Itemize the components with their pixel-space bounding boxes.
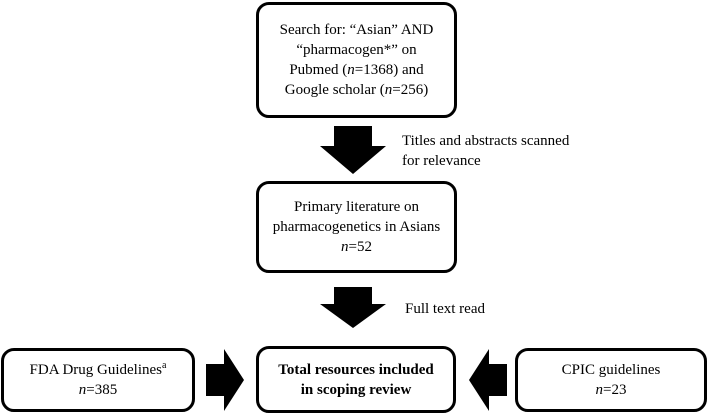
search-line-2: “pharmacogen*” on	[296, 42, 417, 58]
primary-count: n=52	[341, 239, 372, 255]
primary-literature-box: Primary literature on pharmacogenetics i…	[256, 181, 457, 273]
search-box: Search for: “Asian” AND “pharmacogen*” o…	[256, 2, 457, 118]
step-label-full-text: Full text read	[405, 301, 485, 317]
primary-line-1: Primary literature on	[294, 199, 419, 215]
fda-footnote-marker: a	[162, 360, 167, 371]
primary-line-2: pharmacogenetics in Asians	[272, 219, 441, 235]
down-arrow-shape	[320, 126, 386, 174]
search-line-1: Search for: “Asian” AND	[279, 22, 434, 38]
search-line-3: Pubmed (n=1368) and	[289, 62, 424, 78]
cpic-count: n=23	[595, 382, 627, 398]
fda-guidelines-box: FDA Drug Guidelinesa n=385	[1, 348, 195, 412]
cpic-title: CPIC guidelines	[561, 362, 661, 378]
total-resources-box: Total resources included in scoping revi…	[256, 346, 456, 413]
step-label-screening: Titles and abstracts scanned for relevan…	[402, 131, 569, 171]
fda-count: n=385	[78, 382, 118, 398]
down-arrow-icon	[320, 287, 386, 328]
step-label-screening-line-2: for relevance	[402, 153, 481, 169]
right-arrow-icon	[206, 349, 244, 411]
down-arrow-icon	[320, 126, 386, 174]
total-line-2: in scoping review	[300, 381, 412, 398]
step-label-screening-line-1: Titles and abstracts scanned	[402, 133, 570, 149]
left-arrow-icon	[469, 349, 507, 411]
search-line-4: Google scholar (n=256)	[284, 82, 429, 98]
left-arrow-shape	[469, 349, 507, 411]
right-arrow-shape	[206, 349, 244, 411]
fda-title: FDA Drug Guidelinesa	[29, 360, 167, 379]
down-arrow-shape	[320, 287, 386, 328]
cpic-guidelines-box: CPIC guidelines n=23	[515, 348, 707, 412]
total-line-1: Total resources included	[278, 361, 434, 378]
